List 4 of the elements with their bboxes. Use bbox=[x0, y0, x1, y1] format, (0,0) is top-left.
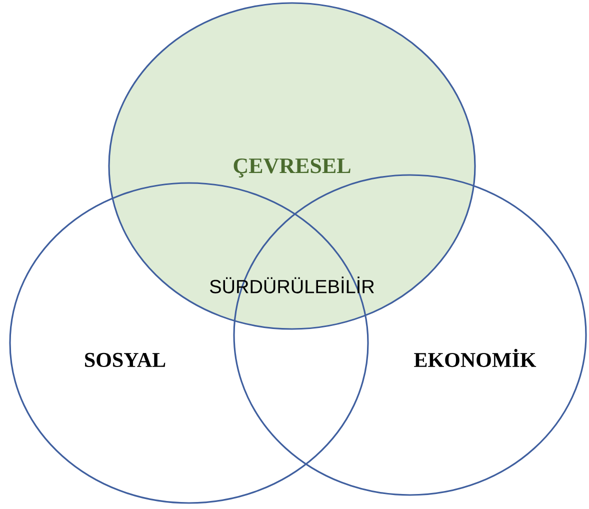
circle-label: EKONOMİK bbox=[414, 348, 536, 368]
circle-label: ÇEVRESEL bbox=[234, 158, 350, 178]
circle-label: SOSYAL bbox=[85, 352, 166, 368]
venn-circle bbox=[108, 2, 476, 330]
